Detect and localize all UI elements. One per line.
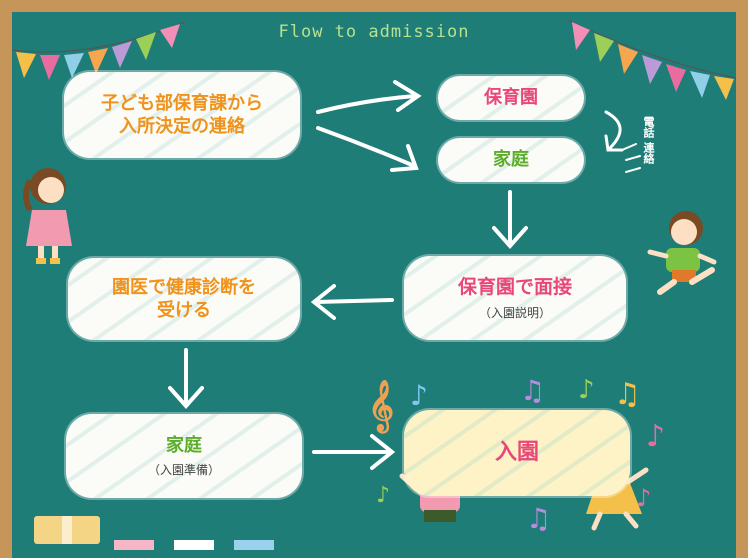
step-checkup-text: 園医で健康診断を 受ける [112,276,256,323]
svg-text:♪: ♪ [376,483,390,508]
step-home-box: 家庭 [438,138,584,182]
phone-arrow-icon [604,110,641,173]
step-home-prep-note: （入園準備） [147,463,220,478]
arrow-to-nursery-icon [316,80,422,114]
step-checkup-line1: 園医で健康診断を [112,276,256,298]
arrow-down-2-icon [168,348,204,410]
svg-text:♫: ♫ [526,502,551,535]
svg-text:♪: ♪ [578,375,595,405]
svg-text:𝄞: 𝄞 [368,380,394,434]
bunting-left-icon [11,21,186,80]
chalk-pieces-icon [114,540,274,550]
girl-left-icon [23,168,72,264]
arrow-to-home-icon [316,126,419,172]
arrow-left-icon [310,284,394,320]
svg-text:♫: ♫ [614,377,641,412]
eraser-icon [34,516,100,544]
bunting-right-icon [567,19,737,100]
step-interview-note: （入園説明） [478,305,551,320]
svg-text:♪: ♪ [410,379,428,412]
boy-running-icon [647,211,717,295]
step-notice-line2: 入所決定の連絡 [119,116,245,137]
step-interview-label: 保育園で面接 [457,276,572,299]
phone-note-line1: 電話 [642,116,655,138]
phone-note: 電話 連絡 [640,116,656,176]
arrow-down-1-icon [492,190,528,250]
svg-text:♪: ♪ [646,419,665,454]
step-checkup-line2: 受ける [157,300,211,321]
step-admission-label: 入園 [494,439,539,465]
step-home-label: 家庭 [493,149,529,171]
arrow-right-icon [312,434,396,470]
svg-text:♫: ♫ [520,374,545,407]
phone-note-line2: 連絡 [642,141,655,164]
step-nursery-label: 保育園 [484,87,538,109]
step-home-prep-label: 家庭 [166,434,202,456]
step-home-prep-box: 家庭 （入園準備） [66,414,302,498]
step-admission-box: 入園 [404,410,630,496]
step-interview-box: 保育園で面接 （入園説明） [404,256,626,340]
page-title: Flow to admission [278,22,470,42]
step-checkup-box: 園医で健康診断を 受ける [68,258,300,340]
step-nursery-box: 保育園 [438,76,584,120]
step-notice-text: 子ども部保育課から 入所決定の連絡 [101,92,263,139]
music-notes-icon: 𝄞 ♪ ♫ ♪ ♫ ♪ ♪ ♫ ♪ [368,374,665,535]
svg-text:♪: ♪ [636,484,651,512]
step-notice-box: 子ども部保育課から 入所決定の連絡 [64,72,300,158]
step-notice-line1: 子ども部保育課から [101,92,263,114]
